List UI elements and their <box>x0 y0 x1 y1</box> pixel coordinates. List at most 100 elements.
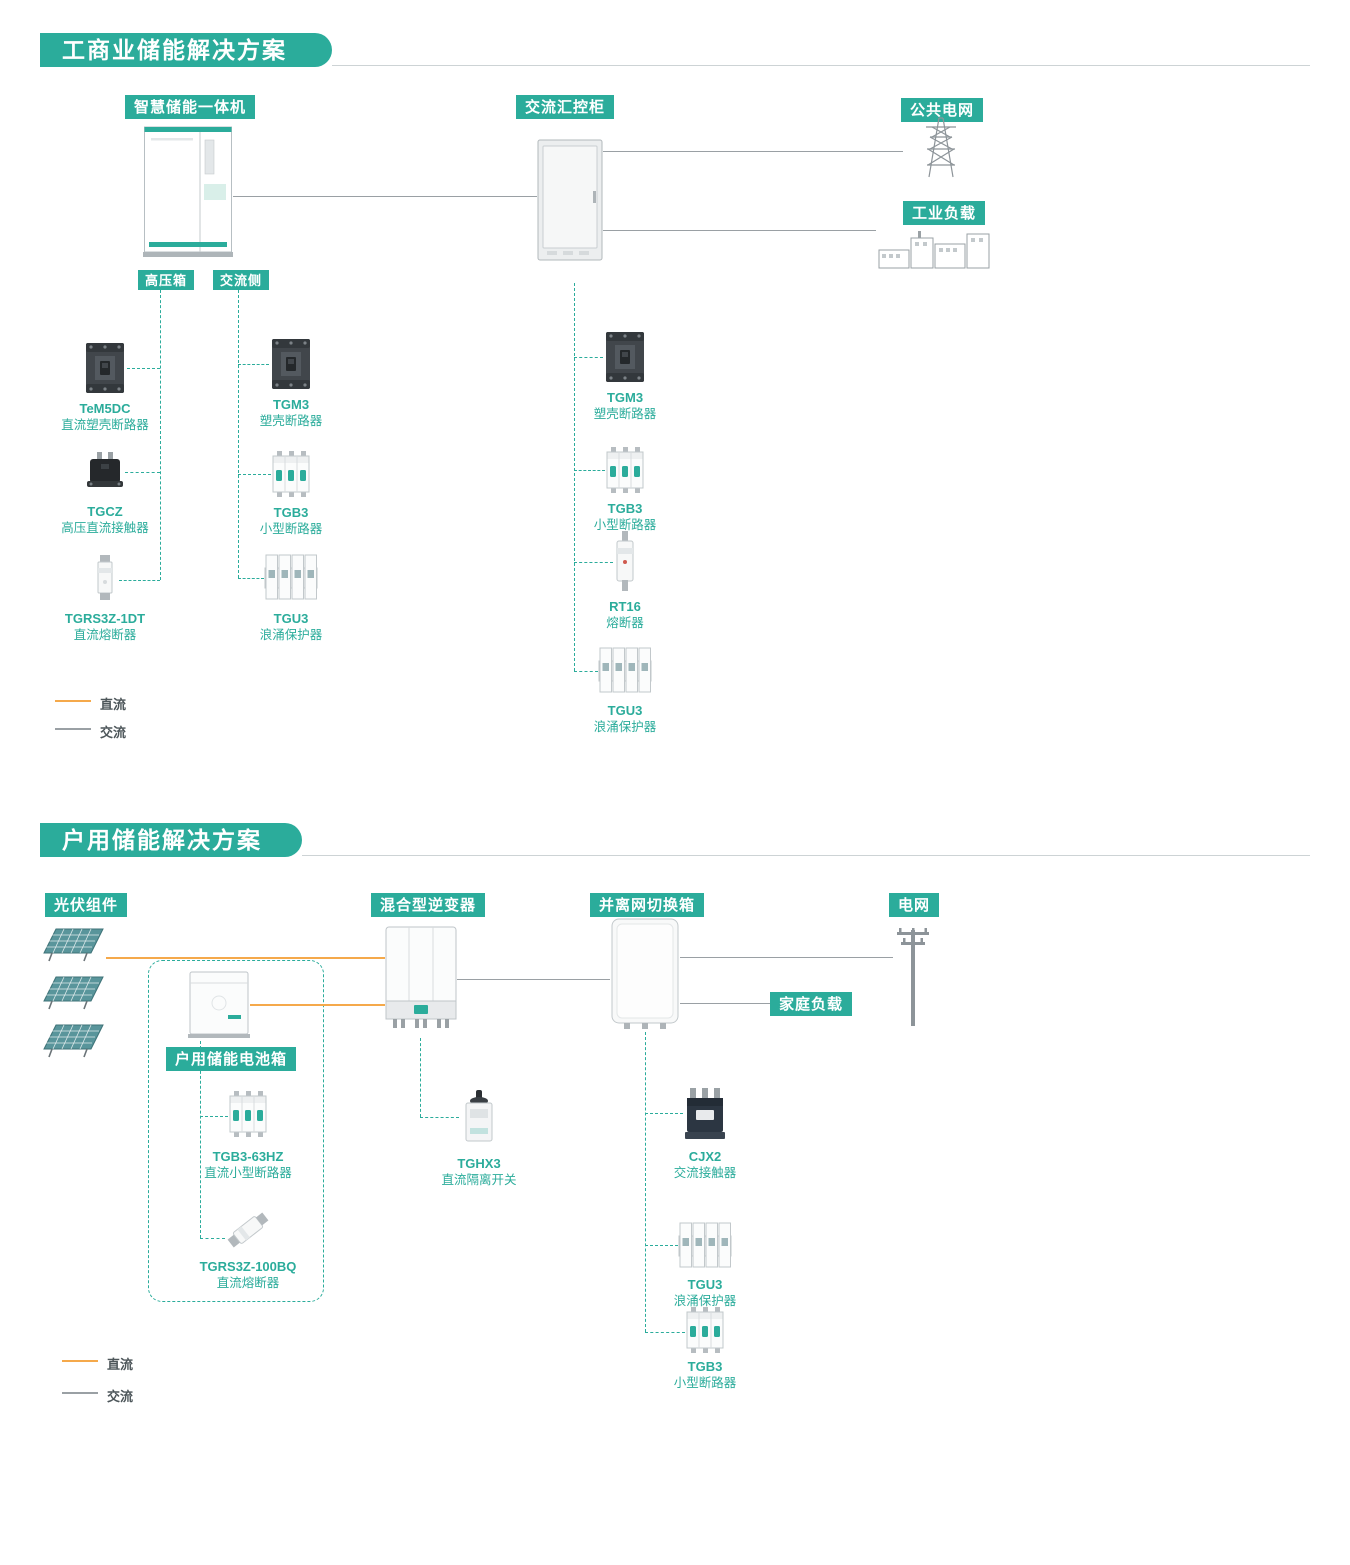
dashed-accab-trunk <box>574 283 575 671</box>
dc-fuse-icon <box>224 1206 272 1254</box>
product-name: TGRS3Z-1DT <box>64 611 146 626</box>
product-name: TGU3 <box>687 1277 723 1292</box>
product-desc: 塑壳断路器 <box>259 414 323 428</box>
legend-ac-line <box>55 728 91 730</box>
product-tgu3-acside: TGU3 浪涌保护器 <box>221 610 361 644</box>
product-name: TGB3-63HZ <box>212 1149 284 1164</box>
product-name: TGCZ <box>87 504 123 519</box>
dashed-accab-stub-4 <box>574 671 598 672</box>
battery-box-outline <box>148 960 324 1302</box>
dashed-acside-stub-3 <box>238 578 264 579</box>
dashed-accab-stub-1 <box>574 357 603 358</box>
product-desc: 高压直流接触器 <box>61 521 149 535</box>
product-tgrs3z-1dt: TGRS3Z-1DT 直流熔断器 <box>35 610 175 644</box>
dashed-switchbox-trunk <box>645 1032 646 1332</box>
product-tgb3-acside: TGB3 小型断路器 <box>221 504 361 538</box>
product-desc: 直流隔离开关 <box>441 1173 517 1187</box>
product-tem5dc: TeM5DC 直流塑壳断路器 <box>35 400 175 434</box>
legend-ac-label: 交流 <box>107 1389 134 1404</box>
dashed-accab-stub-3 <box>574 562 613 563</box>
mccb-icon <box>83 342 127 394</box>
product-tgb3-63hz: TGB3-63HZ 直流小型断路器 <box>178 1148 318 1182</box>
product-desc: 小型断路器 <box>593 518 657 532</box>
product-name: TGU3 <box>607 703 643 718</box>
product-desc: 直流小型断路器 <box>204 1166 292 1180</box>
dashed-battery-stub-2 <box>200 1238 225 1239</box>
ess-cabinet-icon <box>143 124 233 259</box>
product-tgb3-cabinet: TGB3 小型断路器 <box>555 500 695 534</box>
product-name: TGB3 <box>273 505 309 520</box>
product-desc: 交流接触器 <box>673 1166 737 1180</box>
tag-battery-box: 户用储能电池箱 <box>166 1047 297 1071</box>
tag-switch-box: 并离网切换箱 <box>590 893 705 917</box>
product-desc: 直流熔断器 <box>73 628 137 642</box>
tag-hv-box: 高压箱 <box>138 270 195 290</box>
dashed-acside-stub-2 <box>238 474 271 475</box>
dc-isolator-icon <box>459 1088 499 1146</box>
product-name: TGRS3Z-100BQ <box>199 1259 297 1274</box>
connector-cabinet-to-grid <box>603 151 903 152</box>
connector-ess-to-cabinet <box>233 196 537 197</box>
dashed-switchbox-stub-2 <box>645 1245 678 1246</box>
utility-pole-icon <box>893 922 933 1027</box>
mini-breaker-icon <box>605 446 645 494</box>
mccb-icon <box>269 338 313 390</box>
dashed-battery-trunk <box>200 1041 201 1238</box>
product-desc: 浪涌保护器 <box>593 720 657 734</box>
section1-header-rule <box>332 65 1310 66</box>
product-tgb3-switchbox: TGB3 小型断路器 <box>635 1358 775 1392</box>
section2-header-rule <box>302 855 1310 856</box>
nh-fuse-icon <box>613 530 637 592</box>
ac-combiner-cabinet-icon <box>537 139 603 264</box>
tag-ess-machine: 智慧储能一体机 <box>125 95 256 119</box>
dashed-accab-stub-2 <box>574 470 605 471</box>
dashed-hv-stub-2 <box>125 472 160 473</box>
tag-hybrid-inverter: 混合型逆变器 <box>371 893 486 917</box>
transmission-tower-icon <box>916 115 966 180</box>
product-desc: 浪涌保护器 <box>259 628 323 642</box>
product-desc: 熔断器 <box>606 616 644 630</box>
product-desc: 小型断路器 <box>259 522 323 536</box>
tag-pv-modules: 光伏组件 <box>45 893 128 917</box>
product-name: TGB3 <box>687 1359 723 1374</box>
dashed-battery-stub-1 <box>200 1116 228 1117</box>
surge-protector-icon <box>598 645 652 695</box>
product-tgu3-switchbox: TGU3 浪涌保护器 <box>635 1276 775 1310</box>
product-tgcz: TGCZ 高压直流接触器 <box>35 503 175 537</box>
product-name: RT16 <box>609 599 641 614</box>
section1-title: 工商业储能解决方案 <box>40 33 332 67</box>
surge-protector-icon <box>678 1220 732 1270</box>
dashed-inverter-stub <box>420 1117 459 1118</box>
product-desc: 直流塑壳断路器 <box>61 418 149 432</box>
pv-panel-icon <box>40 974 106 1012</box>
product-name: TGM3 <box>606 390 644 405</box>
connector-switchbox-to-grid <box>680 957 893 958</box>
product-name: TGU3 <box>273 611 309 626</box>
pv-panel-icon <box>40 926 106 964</box>
battery-cabinet-icon <box>188 971 250 1039</box>
product-name: TGM3 <box>272 397 310 412</box>
product-tgrs3z-100bq: TGRS3Z-100BQ 直流熔断器 <box>178 1258 318 1292</box>
product-desc: 塑壳断路器 <box>593 407 657 421</box>
legend-dc-line <box>62 1360 98 1362</box>
connector-cabinet-to-load <box>603 230 876 231</box>
legend-ac-label: 交流 <box>100 725 127 740</box>
product-desc: 小型断路器 <box>673 1376 737 1390</box>
dashed-switchbox-stub-1 <box>645 1113 683 1114</box>
tag-home-load: 家庭负载 <box>770 992 853 1016</box>
product-name: CJX2 <box>688 1149 722 1164</box>
connector-switchbox-to-homeload <box>680 1003 770 1004</box>
connector-battery-to-inverter <box>250 1004 385 1006</box>
dc-contactor-icon <box>85 450 125 490</box>
product-tghx3: TGHX3 直流隔离开关 <box>409 1155 549 1189</box>
dashed-switchbox-stub-3 <box>645 1332 685 1333</box>
legend-dc-label: 直流 <box>107 1357 134 1372</box>
tag-industrial-load: 工业负载 <box>903 201 986 225</box>
product-desc: 浪涌保护器 <box>673 1294 737 1308</box>
product-tgm3-acside: TGM3 塑壳断路器 <box>221 396 361 430</box>
mccb-icon <box>603 331 647 383</box>
product-name: TeM5DC <box>79 401 131 416</box>
product-name: TGHX3 <box>457 1156 501 1171</box>
ac-contactor-icon <box>683 1086 727 1141</box>
